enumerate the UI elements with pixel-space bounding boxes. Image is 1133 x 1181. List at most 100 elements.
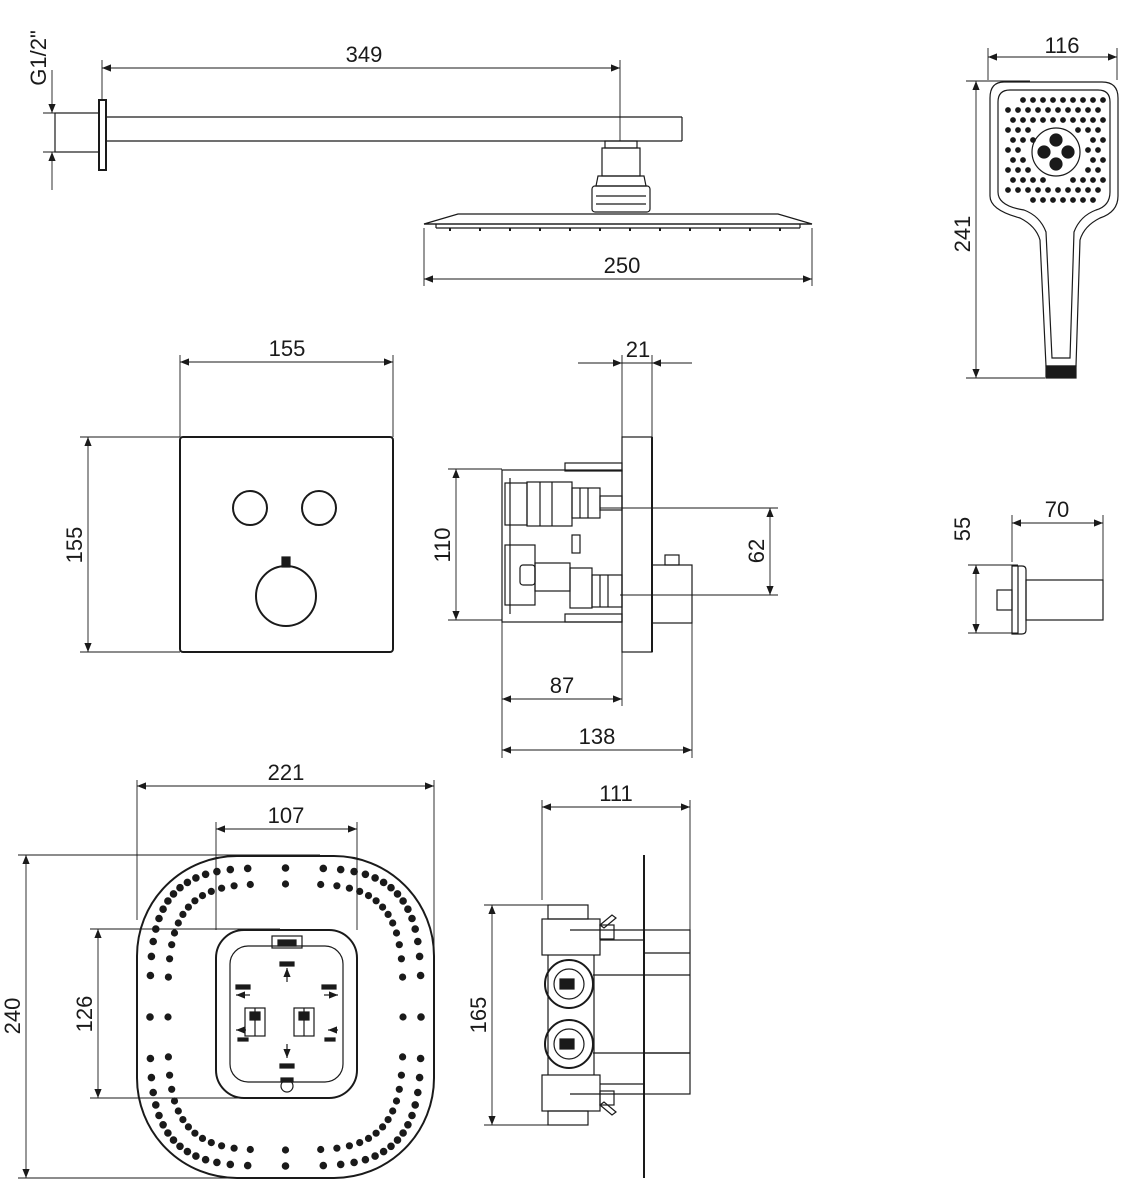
knockout-hole	[226, 1160, 235, 1169]
nozzle-dot	[1030, 137, 1036, 143]
nozzle-dot	[1095, 147, 1101, 153]
knockout-hole	[384, 1115, 392, 1124]
knockout-hole	[184, 1123, 192, 1131]
knockout-hole	[336, 865, 345, 874]
knockout-hole	[395, 1085, 403, 1093]
nozzle-dot	[1025, 187, 1031, 193]
knockout-hole	[168, 1085, 176, 1093]
nozzle-dot	[1030, 117, 1036, 123]
knockout-hole	[416, 1054, 425, 1063]
knockout-hole	[164, 1013, 172, 1021]
knockout-hole	[345, 1142, 353, 1150]
nozzle-dot	[1015, 187, 1021, 193]
knockout-hole	[372, 1129, 380, 1137]
knockout-hole	[333, 1144, 341, 1152]
knockout-hole	[207, 887, 215, 896]
knockout-hole	[184, 903, 192, 911]
nozzle-dot	[1090, 197, 1096, 203]
nozzle-dot	[1060, 117, 1066, 123]
nozzle-dot	[1090, 97, 1096, 103]
face-plate-view: 155 155	[62, 336, 394, 653]
nozzle-dot	[1015, 107, 1021, 113]
knockout-hole	[389, 1107, 397, 1115]
nozzle-dot	[1060, 97, 1066, 103]
knockout-hole	[179, 910, 187, 919]
knockout-hole	[408, 914, 416, 923]
knockout-hole	[147, 1073, 156, 1082]
knockout-hole	[411, 1101, 420, 1109]
nozzle-dot	[1020, 117, 1026, 123]
knockout-hole	[392, 1097, 401, 1105]
nozzle-dot	[1020, 137, 1026, 143]
knockout-hole	[183, 1147, 192, 1156]
knockout-hole	[387, 1142, 395, 1151]
knockout-hole	[404, 905, 412, 914]
knockout-hole	[243, 864, 252, 873]
nozzle-dot	[1040, 197, 1046, 203]
nozzle-dot	[1040, 117, 1046, 123]
head-width-label: 250	[604, 253, 641, 278]
knockout-hole	[230, 882, 238, 890]
knockout-hole	[389, 919, 397, 927]
knockout-hole	[152, 1101, 160, 1109]
nozzle-dot	[1085, 107, 1091, 113]
knockout-hole	[147, 952, 156, 961]
nozzle-dot	[1025, 167, 1031, 173]
nozzle-dot	[1005, 187, 1011, 193]
nozzle-dot	[1065, 107, 1071, 113]
nozzle-dot	[1045, 187, 1051, 193]
knockout-hole	[164, 1129, 172, 1137]
knockout-hole	[218, 1142, 226, 1150]
knockout-hole	[413, 1088, 422, 1097]
knockout-hole	[364, 891, 373, 900]
nozzle-dot	[1010, 137, 1016, 143]
nozzle-dot	[1080, 97, 1086, 103]
knockout-hole	[345, 884, 353, 892]
knockout-hole	[159, 905, 167, 914]
box-knockout-holes	[146, 864, 425, 1170]
knockout-hole	[246, 1145, 254, 1154]
box-inner-height-label: 126	[72, 996, 97, 1033]
nozzle-dot	[1030, 177, 1036, 183]
outlet-spacing-label: 62	[744, 539, 769, 563]
knockout-hole	[417, 1013, 425, 1021]
body-height-label: 110	[430, 527, 455, 562]
nozzle-dot	[1005, 167, 1011, 173]
knockout-hole	[399, 897, 407, 905]
knockout-hole	[201, 870, 210, 879]
nozzle-dot	[1080, 117, 1086, 123]
nozzle-dot	[1055, 187, 1061, 193]
knockout-hole	[333, 882, 341, 890]
knockout-hole	[170, 1097, 179, 1105]
knockout-hole	[230, 1144, 238, 1152]
knockout-hole	[395, 941, 403, 949]
nozzle-dot	[1025, 107, 1031, 113]
nozzle-dot	[1030, 97, 1036, 103]
nozzle-dot	[1010, 117, 1016, 123]
knockout-hole	[176, 883, 184, 892]
plate-depth-label: 21	[626, 337, 650, 362]
nozzle-dot	[1020, 97, 1026, 103]
knockout-hole	[399, 973, 407, 981]
knockout-hole	[201, 1155, 210, 1164]
nozzle-dot	[1090, 117, 1096, 123]
knockout-hole	[379, 1147, 388, 1156]
knockout-hole	[168, 941, 176, 949]
knockout-hole	[411, 925, 420, 933]
wall-elbow-view: 70 55	[950, 497, 1104, 635]
elbow-height-label: 55	[950, 517, 975, 541]
knockout-hole	[415, 1073, 424, 1082]
knockout-hole	[226, 865, 235, 874]
knockout-hole	[415, 952, 424, 961]
knockout-hole	[192, 1152, 200, 1160]
valve-side-view: 21 110 62	[430, 337, 778, 758]
nozzle-dot	[1100, 157, 1106, 163]
knockout-hole	[371, 874, 379, 882]
total-depth-label: 138	[579, 724, 616, 749]
nozzle-dot	[1090, 137, 1096, 143]
knockout-hole	[198, 1134, 207, 1143]
knockout-hole	[183, 878, 192, 887]
nozzle-dot	[1005, 127, 1011, 133]
nozzle-dot	[1070, 197, 1076, 203]
